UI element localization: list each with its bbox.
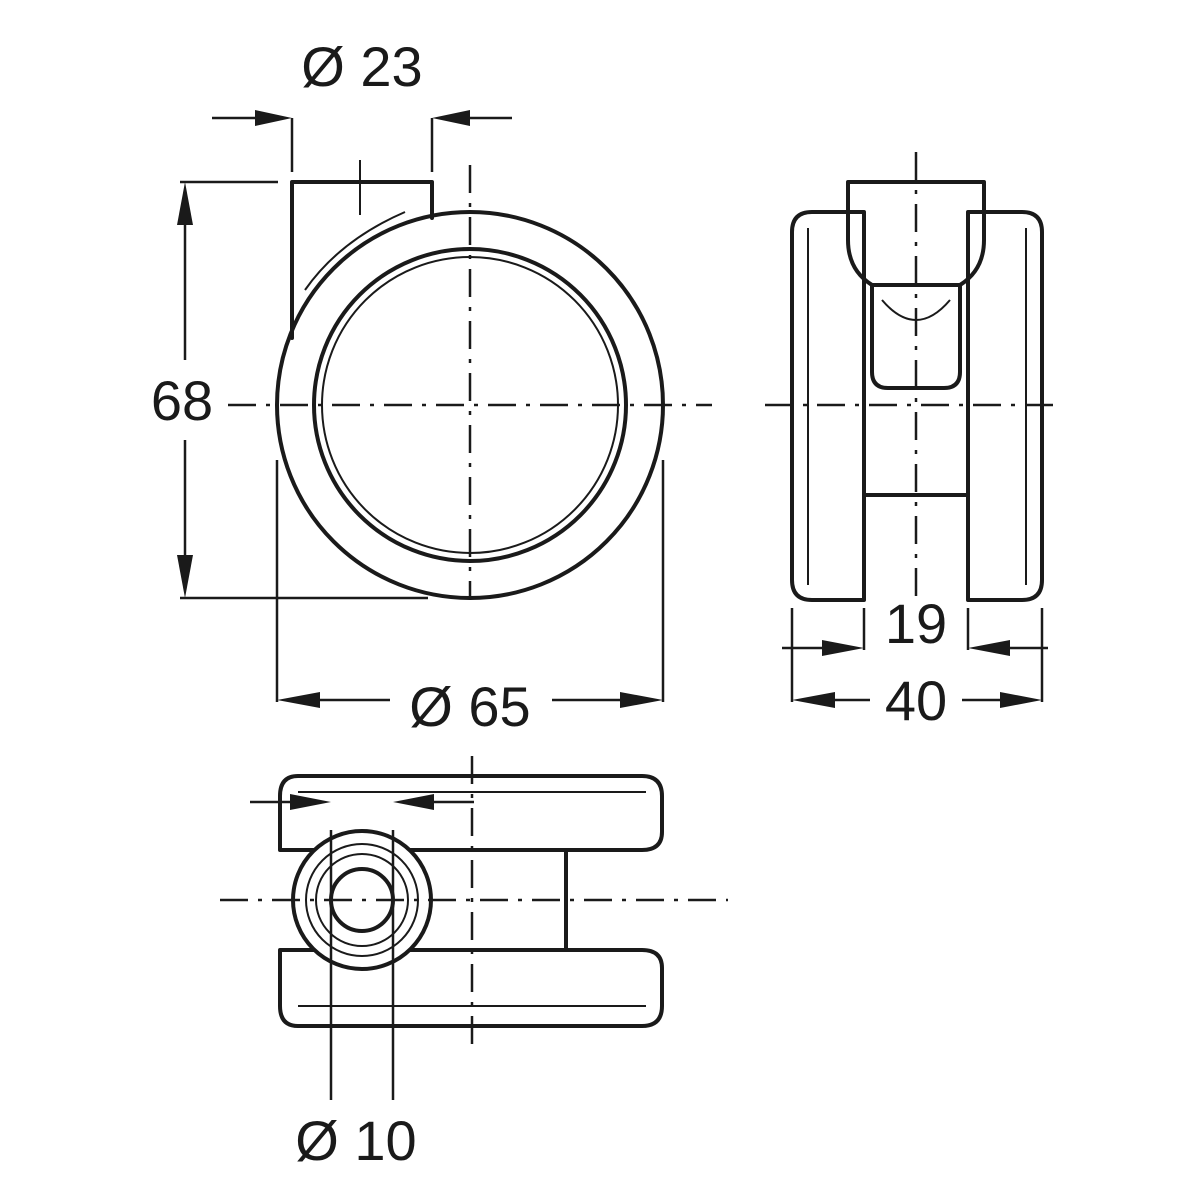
label-hole-diameter: Ø 10 [295,1109,416,1172]
label-inner-gap: 19 [885,592,947,655]
top-wheel-upper [278,774,664,852]
side-view [228,160,712,600]
top-stem-ring-2 [315,853,409,947]
label-height: 68 [151,369,213,432]
side-stem-detail [304,211,406,291]
top-view [220,756,728,1046]
front-wheel-left [790,210,866,602]
label-stem-diameter: Ø 23 [301,35,422,98]
front-wheel-right [966,210,1044,602]
label-wheel-diameter: Ø 65 [409,675,530,738]
side-stem-housing [290,180,434,340]
dim-wheel-diameter: Ø 65 [275,460,665,738]
side-wheel-hub [312,247,628,563]
dim-hole-diameter: Ø 10 [250,794,474,1172]
dim-inner-gap: 19 [782,592,1048,656]
dim-overall-width: 40 [790,608,1044,732]
top-wheel-lower [278,948,664,1028]
front-view [765,152,1055,602]
label-overall-width: 40 [885,669,947,732]
side-wheel-hub-inner [321,256,619,554]
dim-height: 68 [151,180,428,600]
dim-stem-diameter: Ø 23 [212,35,512,172]
